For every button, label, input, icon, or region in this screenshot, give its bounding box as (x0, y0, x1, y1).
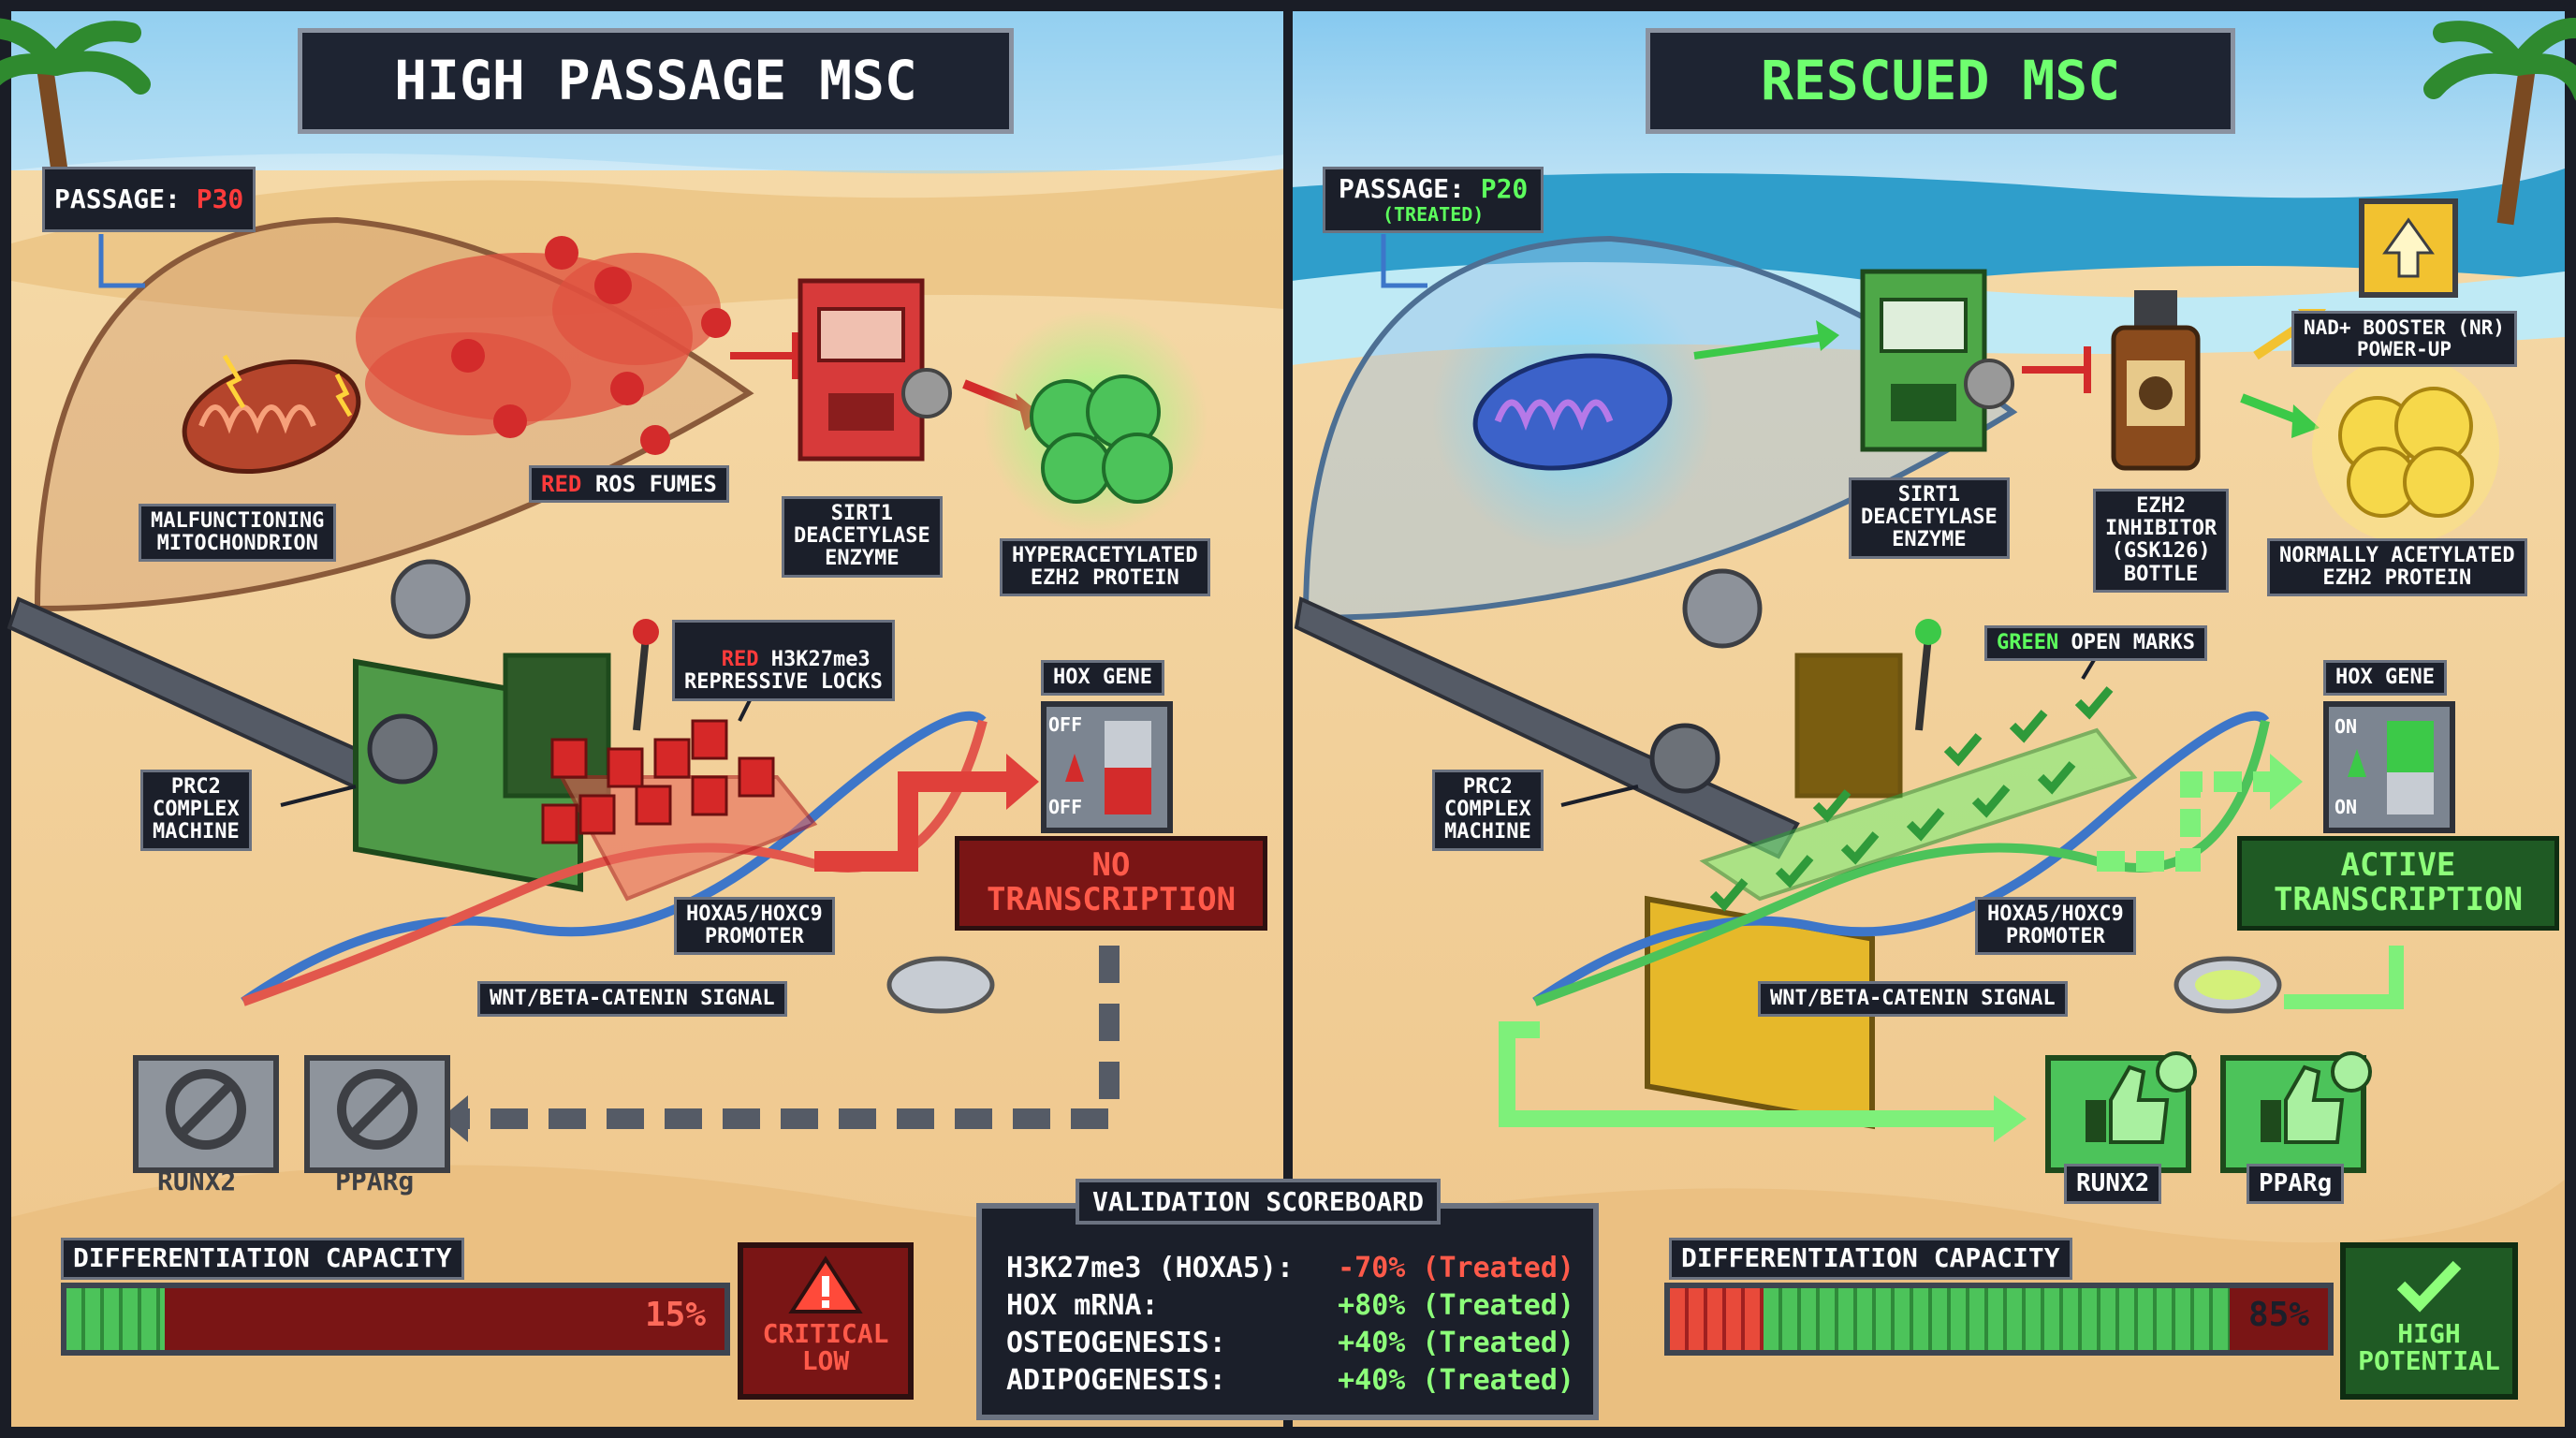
capacity-bar-left: 15% (61, 1283, 730, 1356)
no-transcription-panel: NO TRANSCRIPTION (955, 836, 1267, 931)
signal-dish-left (886, 956, 995, 1014)
passage-value: P30 (196, 183, 244, 214)
switch-off-bottom: OFF (1048, 796, 1083, 818)
ezh2-hyperacetylated-icon (1030, 374, 1173, 504)
hox-switch-on-icon (2323, 701, 2455, 833)
sirt1-label-left: SIRT1 DEACETYLASE ENZYME (782, 496, 943, 578)
runx2-label-left: RUNX2 (157, 1166, 237, 1196)
ros-rest: ROS FUMES (594, 471, 717, 497)
palm-tree-right (2423, 18, 2576, 226)
scoreboard-result: -70% (Treated) (1338, 1252, 1574, 1284)
passage-prefix: PASSAGE: (54, 183, 197, 214)
capacity-value-right: 85% (2247, 1296, 2309, 1334)
right-passage-badge: PASSAGE: P20 (TREATED) (1323, 167, 1544, 233)
nad-booster-label: NAD+ BOOSTER (NR) POWER-UP (2291, 311, 2517, 368)
hox-gene-label-right: HOX GENE (2323, 660, 2447, 697)
mitochondrion-label: MALFUNCTIONING MITOCHONDRION (139, 504, 337, 563)
skull-icons (451, 236, 731, 455)
capacity-red-segment (1670, 1288, 1764, 1350)
hox-switch-off-icon (1041, 701, 1173, 833)
scoreboard-row: OSTEOGENESIS: +40% (Treated) (1006, 1325, 1574, 1362)
promoter-label-right: HOXA5/HOXC9 PROMOTER (1975, 897, 2136, 956)
pparg-label-left: PPARg (335, 1166, 415, 1196)
marks-green-word: GREEN (1997, 631, 2059, 654)
scoreboard-row: H3K27me3 (HOXA5): -70% (Treated) (1006, 1250, 1574, 1287)
switch-off-top: OFF (1048, 713, 1083, 736)
nad-booster-icon (2359, 198, 2458, 298)
mitochondrion-healthy-icon (1472, 353, 1673, 471)
scoreboard-result: +80% (Treated) (1338, 1289, 1574, 1322)
runx2-label-right: RUNX2 (2064, 1164, 2162, 1204)
wnt-signal-label-right: WNT/BETA-CATENIN SIGNAL (1758, 981, 2068, 1018)
validation-scoreboard: VALIDATION SCOREBOARD H3K27me3 (HOXA5): -… (976, 1179, 1599, 1420)
mitochondrion-damaged-icon (182, 354, 361, 475)
checkmark-icon (2396, 1260, 2462, 1313)
pparg-disabled-icon (304, 1055, 450, 1173)
left-passage-badge: PASSAGE: P30 (42, 167, 256, 232)
warning-icon (788, 1255, 863, 1313)
sirt1-label-right: SIRT1 DEACETYLASE ENZYME (1849, 477, 2010, 559)
capacity-fill-left (66, 1288, 166, 1350)
ezh2-normal-label: NORMALLY ACETYLATED EZH2 PROTEIN (2267, 538, 2527, 597)
ezh2-hyperacetylated-label: HYPERACETYLATED EZH2 PROTEIN (1000, 538, 1210, 597)
scoreboard-metric: OSTEOGENESIS: (1006, 1327, 1226, 1359)
left-title: HIGH PASSAGE MSC (298, 28, 1014, 134)
scoreboard-title: VALIDATION SCOREBOARD (1076, 1179, 1442, 1225)
scoreboard-metric: ADIPOGENESIS: (1006, 1364, 1226, 1397)
repressive-lock-icons (541, 719, 775, 844)
pparg-label-right: PPARg (2247, 1164, 2345, 1204)
inhibitor-label: EZH2 INHIBITOR (GSK126) BOTTLE (2093, 489, 2230, 593)
passage-prefix: PASSAGE: (1339, 173, 1481, 204)
locks-red-word: RED (721, 648, 759, 672)
scoreboard-rows: H3K27me3 (HOXA5):-70% (Treated)HOX mRNA:… (1006, 1250, 1574, 1400)
active-transcription-panel: ACTIVE TRANSCRIPTION (2237, 836, 2559, 931)
critical-low-text: CRITICAL LOW (762, 1318, 889, 1377)
ezh2-normal-icon (2338, 387, 2474, 518)
hox-gene-label-left: HOX GENE (1041, 660, 1164, 697)
prc2-machine-left-icon (353, 559, 659, 892)
high-potential-text: HIGH POTENTIAL (2358, 1318, 2500, 1377)
scoreboard-metric: HOX mRNA: (1006, 1289, 1159, 1322)
scoreboard-row: HOX mRNA: +80% (Treated) (1006, 1287, 1574, 1325)
open-marks-label: GREEN OPEN MARKS (1984, 625, 2207, 662)
capacity-title-right: DIFFERENTIATION CAPACITY (1669, 1238, 2072, 1280)
scoreboard-result: +40% (Treated) (1338, 1364, 1574, 1397)
inhibitor-bottle-icon (2111, 290, 2201, 471)
prc2-label-right: PRC2 COMPLEX MACHINE (1432, 770, 1544, 851)
ros-fumes-label: RED ROS FUMES (529, 465, 729, 504)
open-mark-check-icons (1709, 686, 2114, 912)
sirt1-machine-red-icon (798, 278, 952, 462)
locks-rest: H3K27me3 REPRESSIVE LOCKS (684, 648, 883, 695)
scoreboard-result: +40% (Treated) (1338, 1327, 1574, 1359)
pparg-thumbs-up-icon (2220, 1051, 2372, 1173)
ros-red-word: RED (541, 471, 582, 497)
critical-low-badge: CRITICAL LOW (738, 1242, 914, 1400)
capacity-fill-right (1764, 1288, 2230, 1350)
wnt-signal-label-left: WNT/BETA-CATENIN SIGNAL (477, 981, 787, 1018)
promoter-label-left: HOXA5/HOXC9 PROMOTER (674, 897, 835, 956)
capacity-title-left: DIFFERENTIATION CAPACITY (61, 1238, 464, 1280)
dna-helix-right (1532, 711, 2270, 1006)
capacity-value-left: 15% (644, 1296, 706, 1334)
high-potential-badge: HIGH POTENTIAL (2340, 1242, 2518, 1400)
switch-on-bottom: ON (2334, 796, 2358, 818)
marks-rest: OPEN MARKS (2071, 631, 2195, 654)
sirt1-machine-green-icon (1860, 269, 2014, 452)
capacity-bar-right: 85% (1664, 1283, 2334, 1356)
scoreboard-metric: H3K27me3 (HOXA5): (1006, 1252, 1295, 1284)
passage-value: P20 (1480, 173, 1529, 204)
switch-on-top: ON (2334, 715, 2358, 738)
scoreboard-row: ADIPOGENESIS: +40% (Treated) (1006, 1362, 1574, 1400)
runx2-thumbs-up-icon (2045, 1051, 2197, 1173)
runx2-disabled-icon (133, 1055, 279, 1173)
passage-note: (TREATED) (1382, 202, 1485, 226)
prc2-label-left: PRC2 COMPLEX MACHINE (140, 770, 252, 851)
repressive-locks-label: RED H3K27me3 REPRESSIVE LOCKS (672, 620, 895, 701)
right-title: RESCUED MSC (1646, 28, 2235, 134)
